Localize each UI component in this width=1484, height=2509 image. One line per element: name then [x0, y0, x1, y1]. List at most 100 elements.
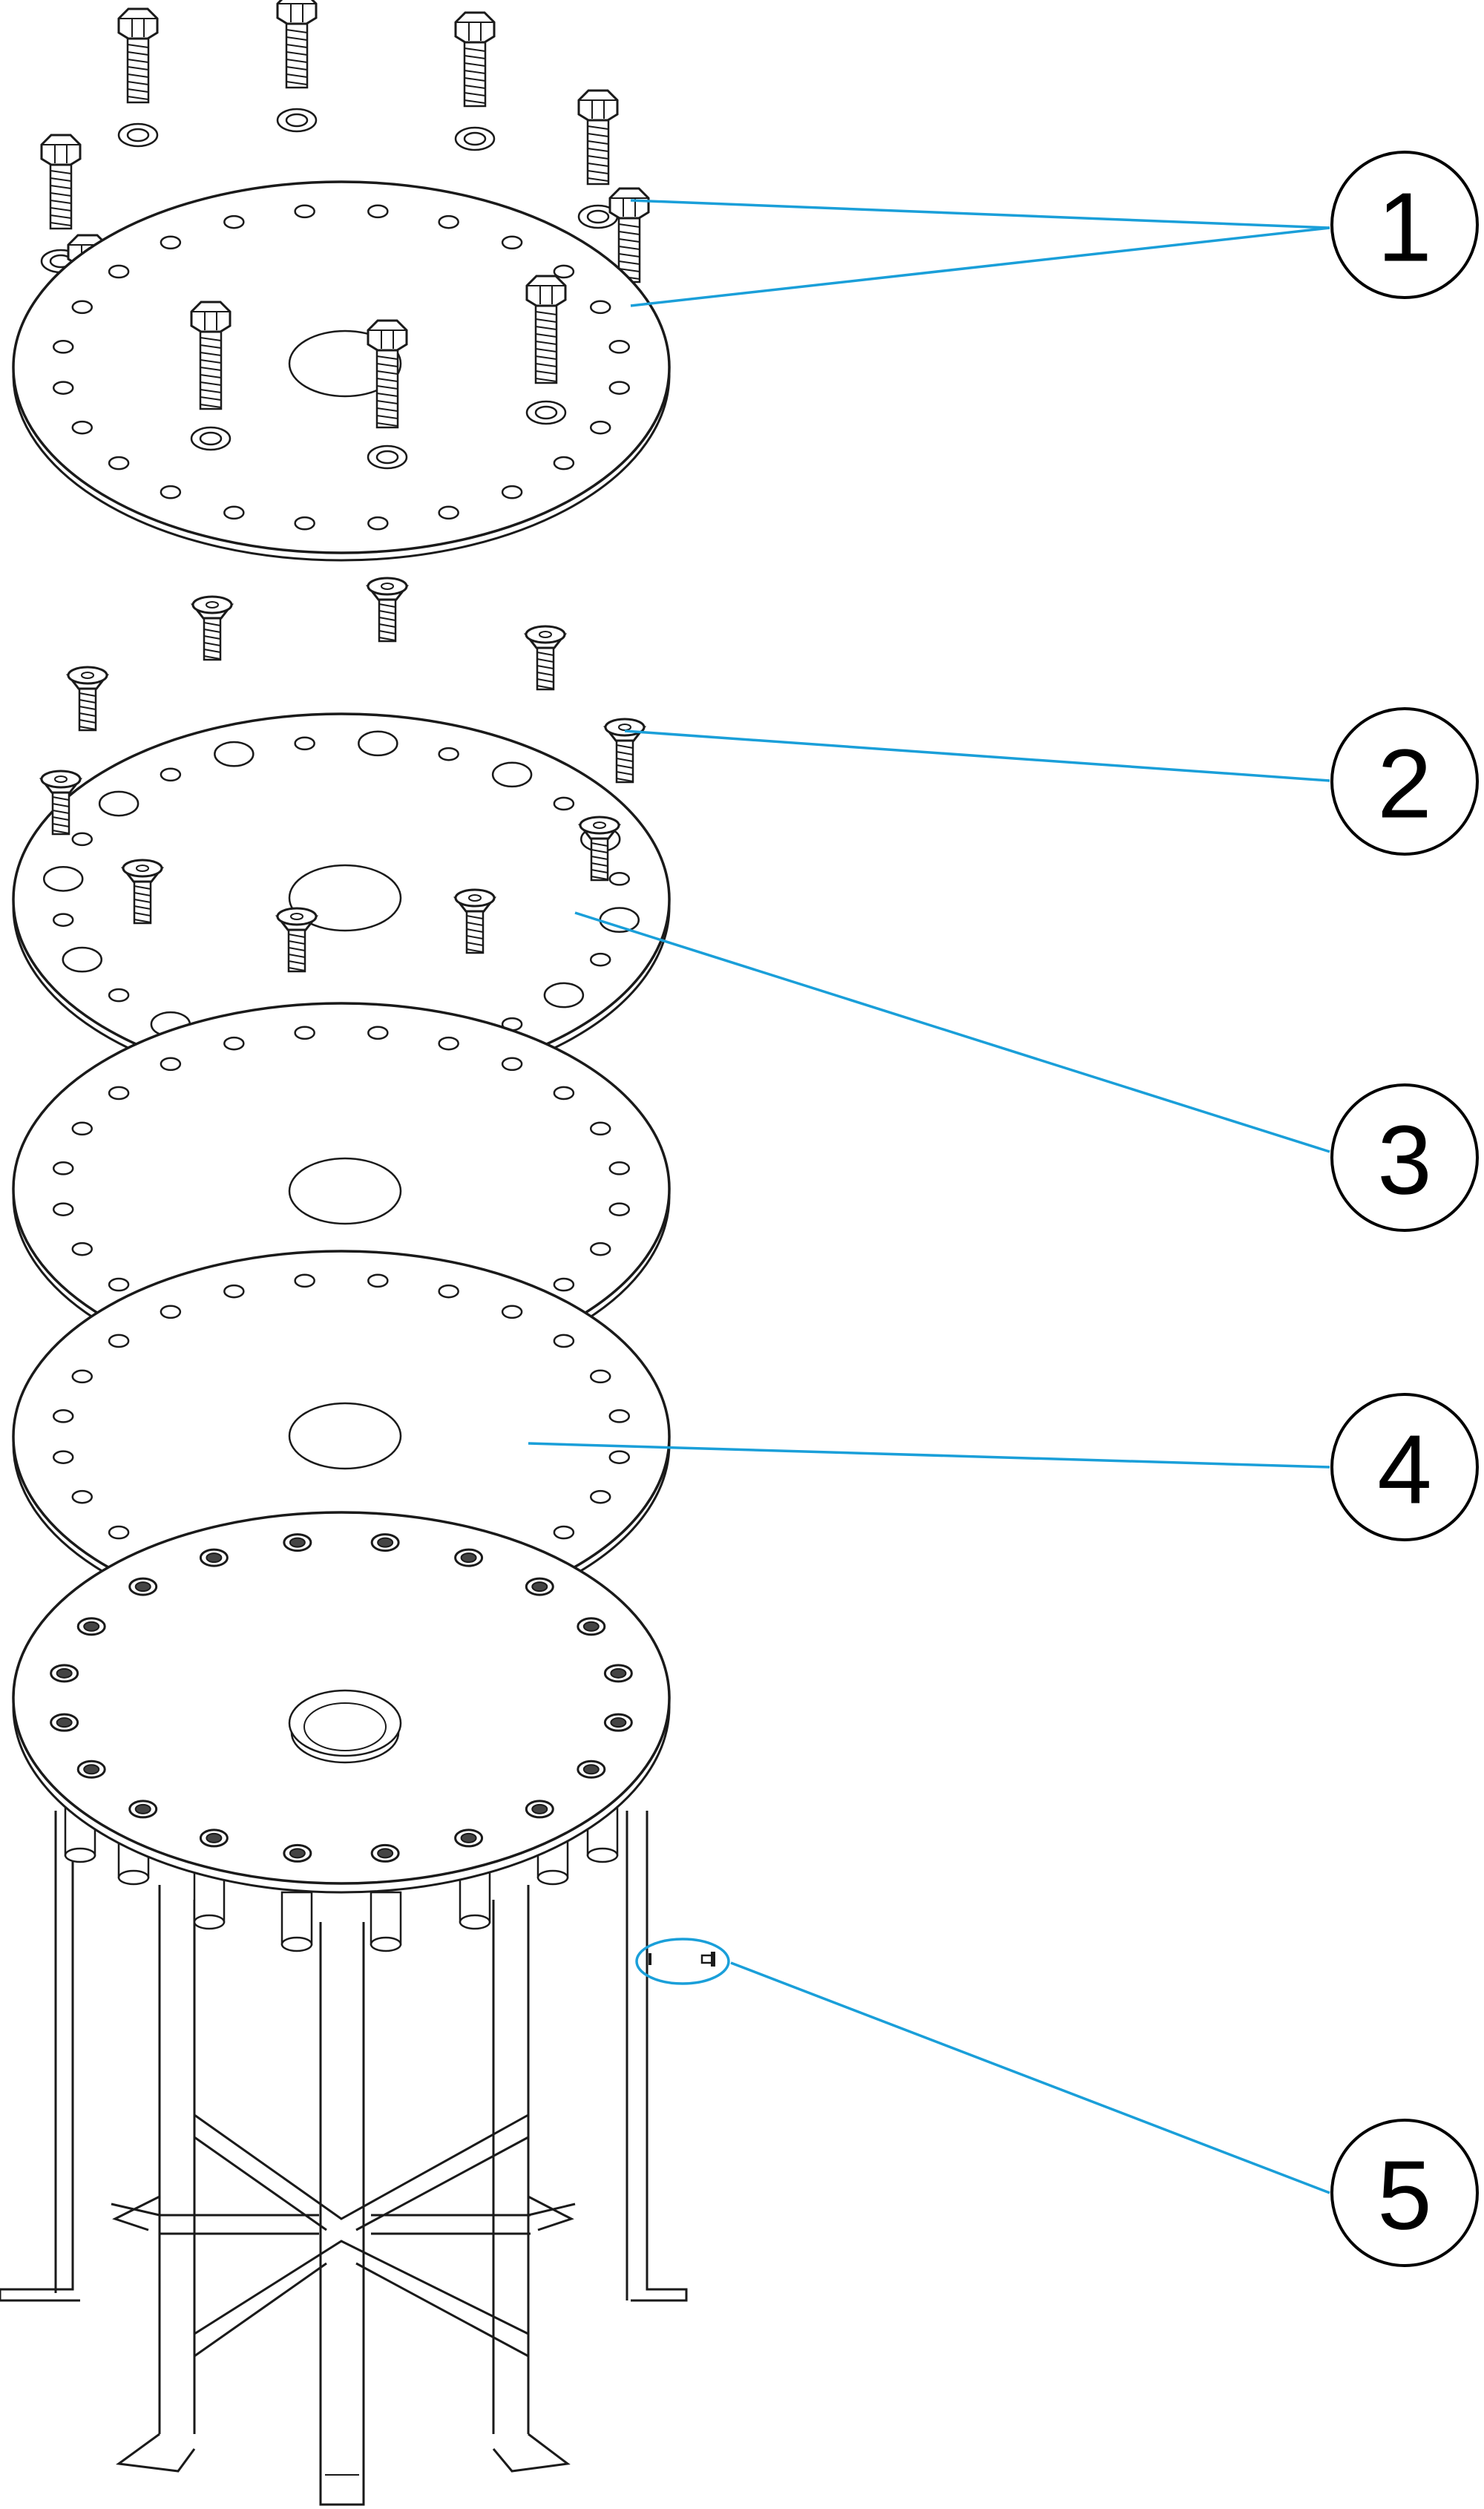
bolt-hole	[491, 761, 533, 788]
hex-bolt	[40, 134, 82, 274]
stand-frame	[0, 1811, 688, 2506]
bolt-hole	[608, 1450, 631, 1464]
bolt-hole	[71, 1242, 93, 1256]
bolt-hole	[52, 1409, 74, 1423]
countersunk-screw	[39, 770, 83, 836]
hex-bolt	[454, 11, 496, 151]
bolt-hole	[108, 1525, 130, 1540]
center-hole	[288, 864, 402, 932]
bolt-hole	[52, 1161, 74, 1175]
stud	[459, 1869, 491, 1930]
bolt-hole	[589, 300, 611, 315]
bolt-hole	[71, 1369, 93, 1384]
hex-socket	[381, 583, 394, 590]
bolt-hole	[52, 340, 74, 354]
hex-socket	[539, 631, 552, 638]
bolt-hole	[367, 204, 389, 219]
hex-bolt	[367, 319, 408, 470]
bolt-hole	[367, 1026, 389, 1040]
bolt-hole	[589, 1242, 611, 1256]
bolt-hole	[223, 505, 245, 520]
callout-label: 3	[1377, 1106, 1431, 1215]
hex-bolt	[190, 301, 232, 451]
bolt-hole	[553, 1086, 575, 1101]
callout-3: 3	[1330, 1083, 1479, 1232]
leader-line-3	[574, 911, 1330, 1153]
bolt-hole	[71, 832, 93, 847]
bolt-hole	[589, 1369, 611, 1384]
plate-bolt-group	[190, 275, 567, 470]
bolt-hole	[108, 456, 130, 470]
hex-socket	[618, 724, 631, 731]
bolt-hole	[608, 1202, 631, 1216]
stud	[193, 1869, 226, 1930]
bolt-hole	[438, 505, 459, 520]
callout-4: 4	[1330, 1393, 1479, 1541]
countersunk-screw	[275, 907, 319, 973]
bolt-hole	[160, 767, 182, 782]
leader-line-2	[624, 729, 1330, 782]
bolt-hole	[108, 264, 130, 279]
hex-socket	[206, 601, 219, 609]
bolt-hole	[294, 1273, 315, 1288]
bolt-hole	[501, 235, 523, 250]
bolt-hole	[589, 420, 611, 435]
bolt-hole	[367, 516, 389, 531]
bolt-hole	[98, 790, 139, 817]
center-nozzle	[288, 1689, 402, 1757]
bolt-hole	[52, 913, 74, 927]
countersunk-screw	[603, 718, 647, 784]
callout-1: 1	[1330, 151, 1479, 299]
bolt-hole	[501, 485, 523, 499]
top-flange-plate	[12, 180, 671, 562]
hex-socket	[290, 913, 303, 920]
bolt-hole	[294, 204, 315, 219]
hex-socket	[54, 775, 68, 783]
hex-socket	[468, 894, 482, 902]
countersunk-screw-group	[65, 577, 647, 784]
hex-bolt	[276, 0, 318, 133]
bolt-hole	[62, 946, 103, 973]
callout-label: 2	[1377, 729, 1431, 839]
stud	[370, 1891, 402, 1952]
bolt-hole	[608, 1409, 631, 1423]
bolt-hole	[438, 1284, 459, 1299]
bolt-hole	[294, 516, 315, 531]
bolt-hole	[501, 1057, 523, 1072]
small-fastener-detail	[649, 1952, 715, 1967]
bolt-hole	[438, 214, 459, 229]
countersunk-screw	[190, 595, 234, 661]
bolt-hole	[223, 1284, 245, 1299]
countersunk-screw	[120, 859, 165, 925]
bolt-hole	[608, 872, 631, 886]
center-hole	[288, 1157, 402, 1225]
bolt-hole	[553, 456, 575, 470]
bolt-hole	[358, 730, 398, 757]
bolt-hole	[553, 796, 575, 811]
bolt-hole	[543, 982, 585, 1008]
bolt-hole	[160, 235, 182, 250]
bolt-hole	[71, 1121, 93, 1136]
bolt-hole	[367, 1273, 389, 1288]
bolt-hole	[160, 1057, 182, 1072]
countersunk-screw	[577, 816, 622, 882]
bolt-hole	[108, 988, 130, 1003]
bolt-hole	[294, 1026, 315, 1040]
leader-line-1b	[630, 226, 1330, 307]
hex-bolt	[525, 275, 567, 425]
countersunk-screw	[65, 666, 110, 732]
bolt-hole	[501, 1305, 523, 1319]
callout-label: 5	[1377, 2141, 1431, 2250]
callout-label: 1	[1377, 173, 1431, 282]
callout-5: 5	[1330, 2119, 1479, 2267]
bolt-hole	[438, 1036, 459, 1051]
bolt-hole	[52, 1202, 74, 1216]
plate-screw-group	[39, 770, 622, 973]
bolt-hole	[553, 264, 575, 279]
hex-socket	[136, 865, 149, 872]
bolt-hole	[160, 1305, 182, 1319]
bolt-hole	[608, 1161, 631, 1175]
countersunk-screw	[365, 577, 410, 643]
center-hole	[288, 1402, 402, 1470]
